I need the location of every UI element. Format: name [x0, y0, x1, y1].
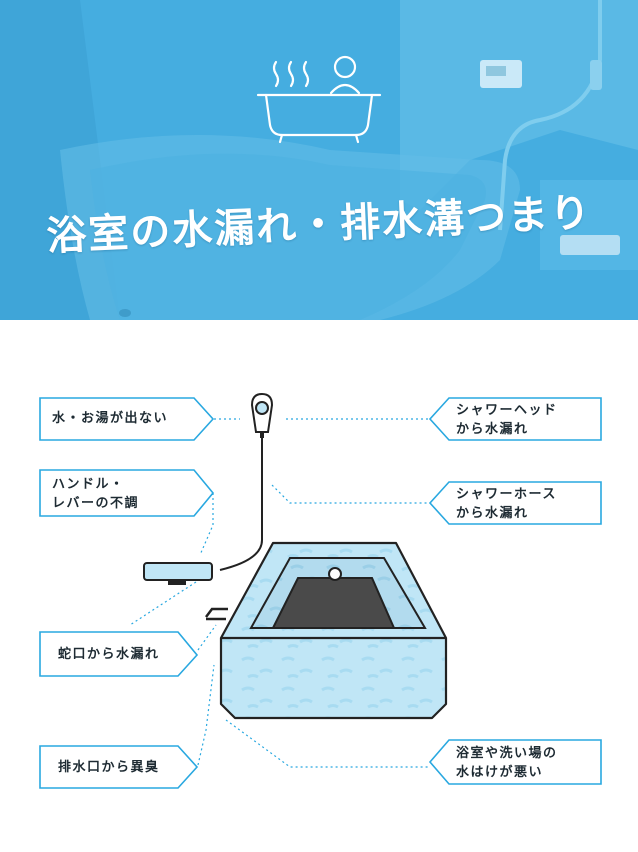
label-handle-lever: ハンドル・ レバーの不調	[52, 477, 140, 511]
trouble-diagram: 水・お湯が出ない ハンドル・ レバーの不調 蛇口から水漏れ 排水口から異臭 シャ…	[0, 320, 638, 852]
label-hose-leak: シャワーホース から水漏れ	[456, 487, 557, 521]
hero-banner: 浴室の水漏れ・排水溝つまり	[0, 0, 638, 320]
label-box-faucet-leak	[39, 631, 199, 677]
spout	[205, 607, 228, 621]
label-box-poor-drainage	[428, 739, 602, 785]
label-box-hose-leak	[428, 481, 602, 525]
label-box-drain-odor	[39, 745, 199, 789]
shower-head	[250, 392, 274, 438]
diagram-illustration	[39, 392, 602, 789]
bathroom-photo	[0, 0, 638, 320]
label-no-water: 水・お湯が出ない	[52, 411, 169, 426]
bathtub	[219, 541, 448, 720]
bath-person-icon	[256, 55, 382, 144]
label-showerhead-leak: シャワーヘッド から水漏れ	[456, 403, 558, 437]
label-poor-drainage: 浴室や洗い場の 水はけが悪い	[456, 746, 558, 780]
label-box-handle	[39, 469, 215, 517]
shower-hose	[219, 438, 263, 571]
label-drain-odor: 排水口から異臭	[58, 760, 160, 775]
faucet-body	[143, 562, 213, 585]
leader-lines	[129, 418, 430, 768]
label-faucet-leak: 蛇口から水漏れ	[58, 647, 160, 662]
label-box-showerhead-leak	[428, 397, 602, 441]
label-box-no-water	[39, 397, 215, 441]
